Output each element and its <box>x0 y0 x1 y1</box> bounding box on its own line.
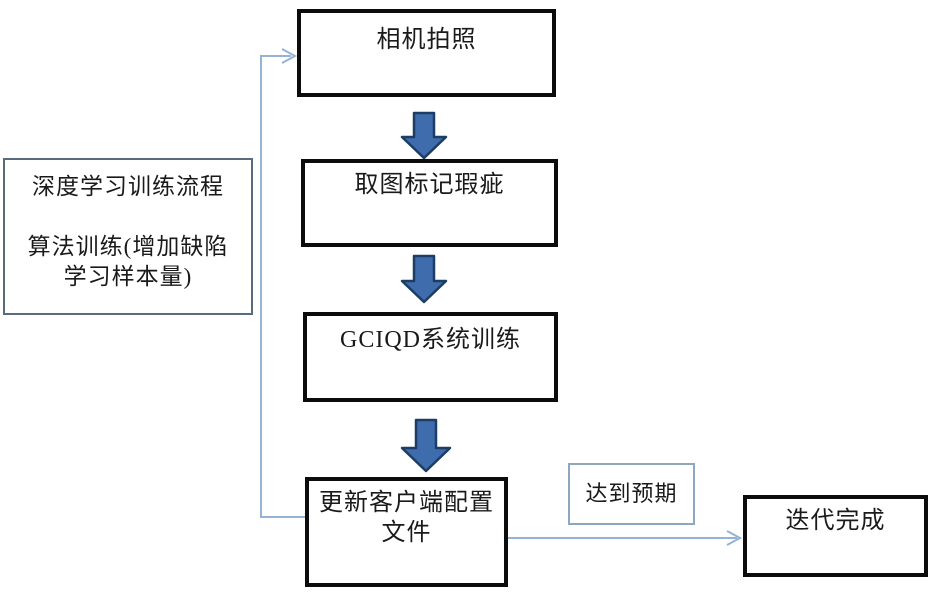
node-gciqd-training: GCIQD系统训练 <box>303 312 558 402</box>
condition-label: 达到预期 <box>585 481 678 506</box>
node-label-line-1: 更新客户端配置 <box>319 490 494 516</box>
note-deep-learning-process: 深度学习训练流程 算法训练(增加缺陷 学习样本量) <box>3 158 253 315</box>
label-expectation-met: 达到预期 <box>568 463 695 525</box>
note-line-1: 深度学习训练流程 <box>32 174 224 199</box>
feedback-connector <box>260 48 305 518</box>
node-label: GCIQD系统训练 <box>340 327 521 353</box>
arrowhead-right-icon <box>281 48 298 64</box>
node-label: 迭代完成 <box>785 508 886 534</box>
note-line-3: 学习样本量) <box>63 264 193 289</box>
result-connector <box>508 530 743 546</box>
node-label-line-2: 文件 <box>381 520 432 546</box>
down-block-arrow-1-icon <box>400 111 448 160</box>
node-label: 相机拍照 <box>376 27 477 53</box>
node-camera-capture: 相机拍照 <box>297 9 556 97</box>
down-block-arrow-2-icon <box>400 254 448 304</box>
node-mark-defects: 取图标记瑕疵 <box>301 159 558 247</box>
down-block-arrow-3-icon <box>400 418 452 473</box>
node-label: 取图标记瑕疵 <box>354 172 505 198</box>
note-line-2: 算法训练(增加缺陷 <box>27 234 229 259</box>
node-update-client-config: 更新客户端配置 文件 <box>305 477 508 587</box>
node-iteration-complete: 迭代完成 <box>743 495 928 577</box>
arrowhead-right-icon <box>726 530 743 546</box>
